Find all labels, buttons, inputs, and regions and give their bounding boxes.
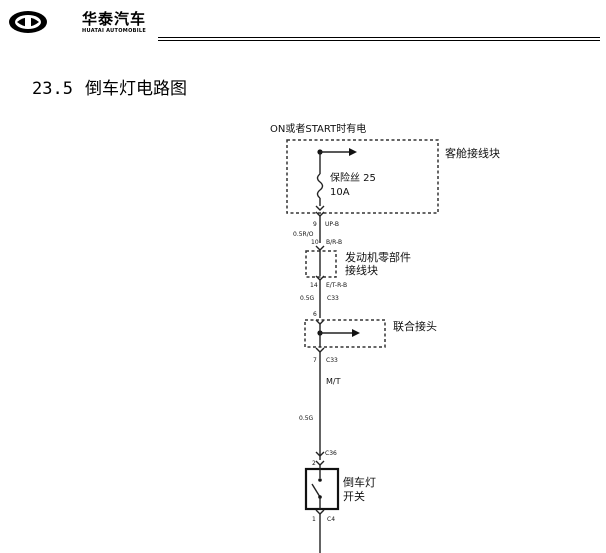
connector-symbol — [315, 451, 325, 457]
connector-c4: C4 — [327, 516, 335, 523]
brand-name-en: HUATAI AUTOMOBILE — [82, 28, 147, 34]
bus-arrow-icon — [349, 148, 357, 156]
pin-1-label: 1 — [312, 516, 316, 523]
pin-7-label: 7 — [313, 357, 317, 364]
pin-14-label: 14 — [310, 282, 318, 289]
engine-junction-box — [305, 250, 337, 278]
reverse-switch-box — [304, 467, 340, 511]
switch-blade — [311, 483, 321, 498]
fuse-name: 保险丝 25 — [330, 171, 376, 184]
reverse-switch-label-line2: 开关 — [343, 489, 365, 503]
connector-symbol — [315, 509, 325, 515]
huatai-logo-icon — [9, 11, 47, 33]
wire-1-spec: 0.5R/O — [293, 231, 314, 238]
connector-c33-top: C33 — [327, 295, 339, 302]
wire-3-spec: 0.5G — [300, 295, 315, 302]
brand-name-cn: 华泰汽车 — [82, 10, 147, 28]
header-rule-bottom — [158, 40, 600, 41]
section-title: 倒车灯电路图 — [84, 79, 187, 99]
power-source-label: ON或者START时有电 — [270, 122, 366, 135]
pin-6-label: 6 — [313, 311, 317, 318]
joint-connector-box — [304, 319, 386, 348]
connector-c36: C36 — [325, 450, 337, 457]
connector-symbol — [315, 245, 325, 251]
header-rule-top — [158, 37, 600, 38]
joint-connector-label: 联合接头 — [393, 319, 437, 333]
connector-symbol — [315, 460, 325, 466]
pin-2-label: 2 — [312, 460, 316, 467]
cabin-junction-box — [286, 139, 439, 214]
pin-10-label: 10 — [311, 239, 319, 246]
switch-contact-top — [318, 478, 322, 482]
cabin-junction-label: 客舱接线块 — [445, 146, 500, 160]
engine-junction-label-line2: 接线块 — [345, 263, 378, 277]
wire-3-code: E/T-R-B — [326, 282, 347, 289]
section-heading: 23.5 倒车灯电路图 — [32, 74, 187, 99]
page-header: 华泰汽车 HUATAI AUTOMOBILE — [0, 0, 606, 46]
connector-c33-bottom: C33 — [326, 357, 338, 364]
fuse-symbol — [316, 173, 324, 199]
connector-symbol — [315, 205, 325, 211]
connector-symbol — [315, 347, 325, 353]
wire-4-spec: 0.5G — [299, 415, 314, 422]
engine-junction-label-line1: 发动机零部件 — [345, 250, 411, 264]
reverse-switch-label-line1: 倒车灯 — [343, 475, 376, 489]
wire-2-code: B/R-B — [326, 239, 342, 246]
section-number: 23.5 — [32, 79, 73, 99]
transmission-label: M/T — [326, 377, 341, 386]
fuse-rating: 10A — [330, 187, 350, 198]
wire-1-code: UP-B — [325, 221, 339, 228]
pin-9-label: 9 — [313, 221, 317, 228]
joint-arrow-icon — [352, 329, 360, 337]
